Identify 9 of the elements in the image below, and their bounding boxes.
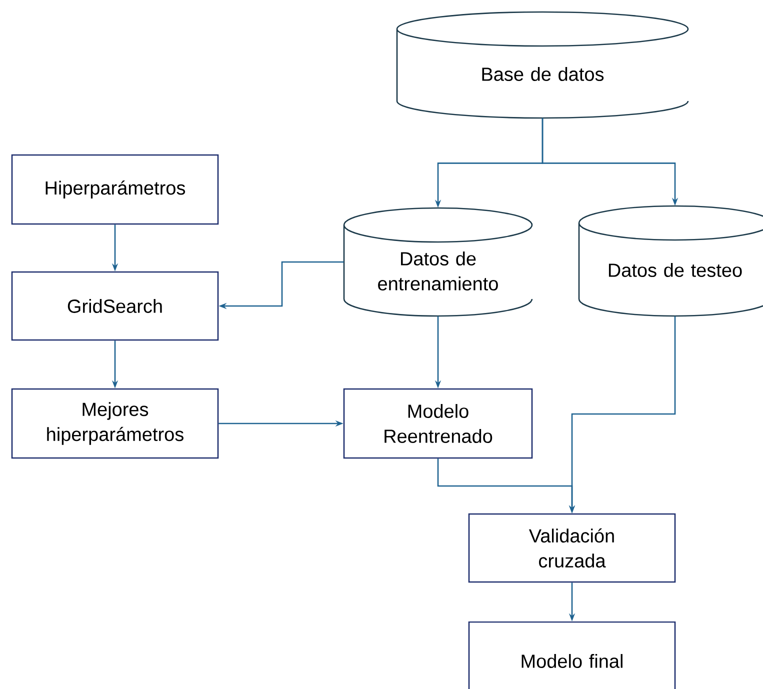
database-cylinder: Base de datos bbox=[396, 11, 689, 119]
database-cylinder: Datos de testeo bbox=[578, 205, 763, 317]
process-box: GridSearch bbox=[11, 271, 219, 341]
database-cylinder: Datos de entrenamiento bbox=[343, 207, 533, 317]
process-box: Validación cruzada bbox=[468, 513, 676, 583]
process-box: Hiperparámetros bbox=[11, 154, 219, 225]
process-box: Modelo Reentrenado bbox=[343, 388, 533, 459]
process-box: Modelo final bbox=[468, 621, 676, 689]
process-box: Mejores hiperparámetros bbox=[11, 388, 219, 459]
